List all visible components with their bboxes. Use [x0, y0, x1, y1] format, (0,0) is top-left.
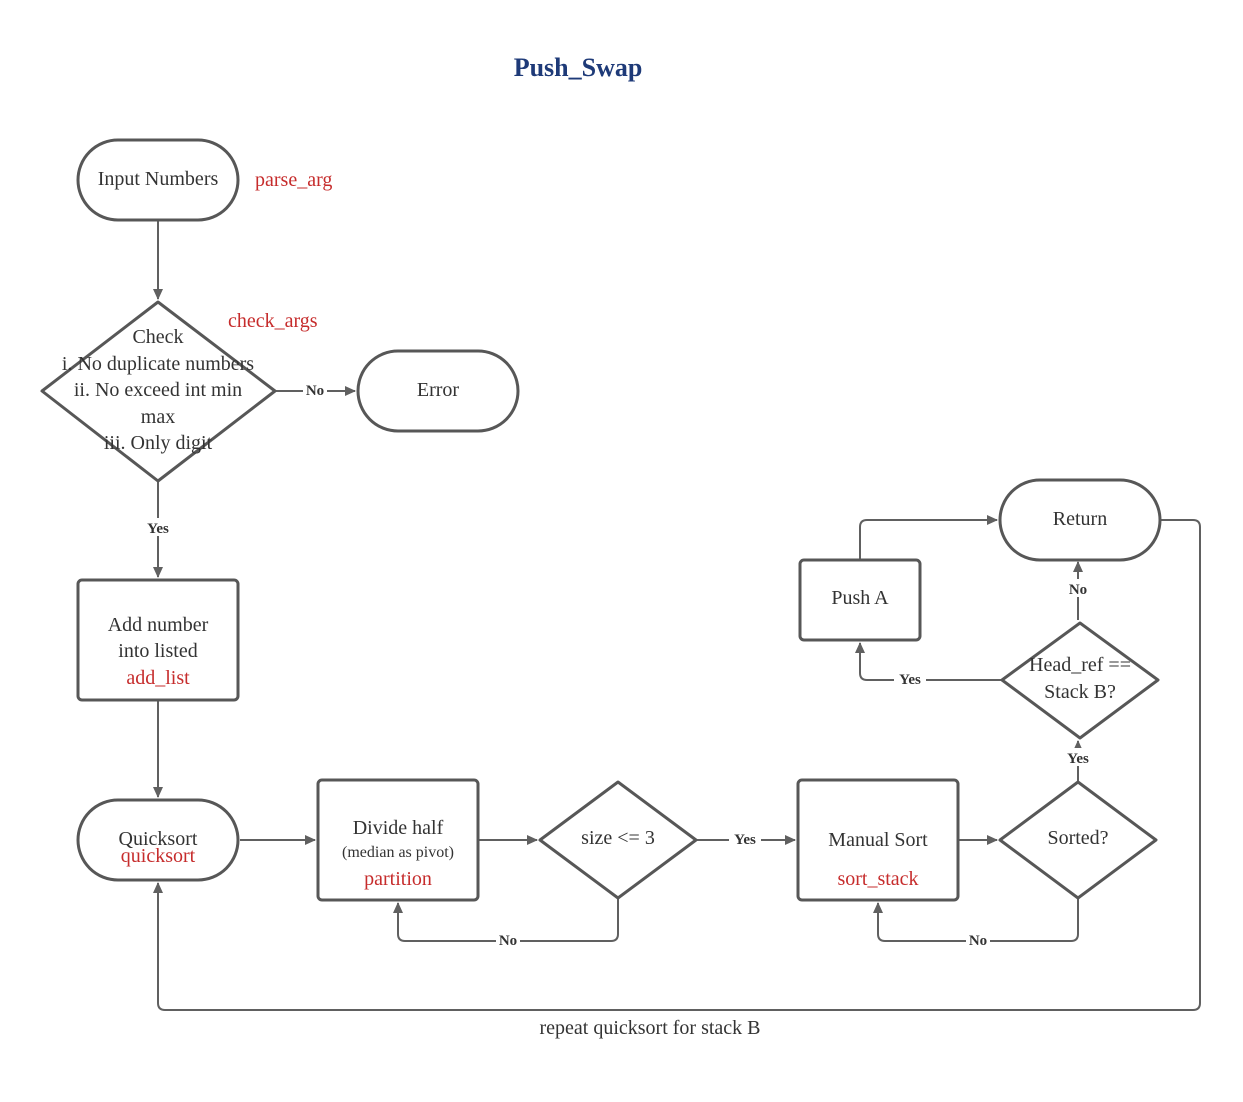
node-add-line2: into listed	[118, 640, 197, 662]
edge-labels: No Yes Yes No No Yes No Yes	[142, 381, 1094, 949]
func-parse-arg: parse_arg	[255, 169, 332, 191]
node-check-line4: max	[141, 406, 175, 428]
edge-label-size-yes: Yes	[734, 832, 756, 848]
node-add-line1: Add number	[108, 614, 209, 636]
func-quicksort: quicksort	[121, 845, 196, 867]
edge-label-head-no: No	[1069, 582, 1087, 598]
node-head-ref: Head_ref == Stack B?	[1000, 621, 1160, 740]
node-check-line5: iii. Only digit	[104, 432, 213, 454]
node-divide-half: Divide half (median as pivot) partition	[316, 778, 480, 902]
node-push-label: Push A	[831, 587, 889, 609]
node-error: Error	[356, 349, 520, 433]
node-error-label: Error	[417, 379, 460, 401]
node-add-number: Add number into listed add_list	[76, 578, 240, 702]
edge-label-head-yes: Yes	[899, 672, 921, 688]
diagram-title: Push_Swap	[514, 53, 643, 82]
edge-label-size-no: No	[499, 933, 517, 949]
node-input-numbers: Input Numbers	[76, 138, 240, 222]
edge-label-sorted-no: No	[969, 933, 987, 949]
node-push-a: Push A	[798, 558, 922, 642]
func-sort-stack: sort_stack	[837, 868, 918, 890]
edge-label-sorted-yes: Yes	[1067, 751, 1089, 767]
node-check-line2: i. No duplicate numbers	[62, 353, 254, 375]
node-head-line1: Head_ref ==	[1029, 654, 1131, 676]
node-return: Return	[998, 478, 1162, 562]
node-check-line1: Check	[132, 326, 183, 348]
node-sorted: Sorted?	[998, 780, 1158, 900]
func-partition: partition	[364, 868, 432, 890]
node-divide-sub: (median as pivot)	[342, 844, 454, 861]
node-size-label: size <= 3	[581, 827, 655, 849]
node-size-check: size <= 3	[538, 780, 698, 900]
edges	[153, 221, 1201, 1011]
node-check-line3: ii. No exceed int min	[74, 379, 242, 401]
edge-label-check-no: No	[306, 383, 324, 399]
node-manual-sort: Manual Sort sort_stack	[796, 778, 960, 902]
node-manual-label: Manual Sort	[828, 829, 928, 851]
edge-label-check-yes: Yes	[147, 521, 169, 537]
node-quicksort-label: Quicksort	[119, 828, 198, 850]
node-quicksort: Quicksort quicksort	[76, 798, 240, 882]
node-check: Check i. No duplicate numbers ii. No exc…	[40, 300, 277, 483]
func-check-args: check_args	[228, 310, 318, 332]
edge-push-to-return	[859, 515, 998, 559]
edge-return-to-quicksort	[153, 519, 1201, 1011]
node-return-label: Return	[1053, 508, 1107, 530]
node-head-line2: Stack B?	[1044, 681, 1116, 703]
loop-caption: repeat quicksort for stack B	[539, 1017, 760, 1039]
node-input-label: Input Numbers	[98, 168, 219, 190]
func-add-list: add_list	[126, 667, 190, 689]
node-sorted-label: Sorted?	[1047, 827, 1108, 849]
edge-head-to-push	[855, 642, 1001, 681]
node-divide-label: Divide half	[353, 817, 444, 839]
